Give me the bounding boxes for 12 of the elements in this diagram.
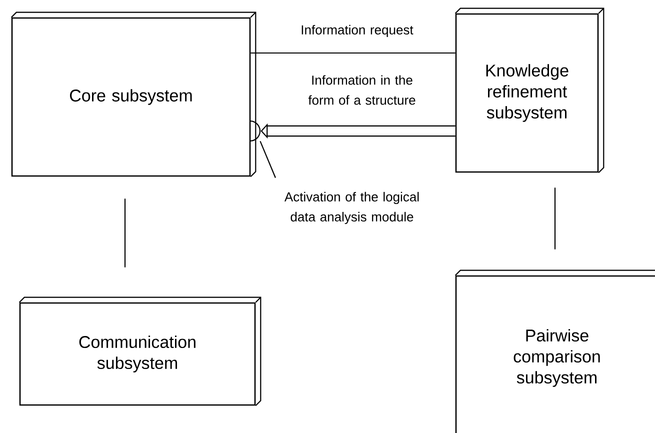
connector-line — [250, 52, 456, 54]
connector-line — [124, 198, 126, 268]
edge-label: Information request — [302, 24, 414, 38]
subsystem-box: Knowledge refinement subsystem — [454, 8, 604, 174]
edge-label: Information in the form of a structure — [308, 75, 416, 105]
subsystem-box: Core subsystem — [10, 12, 256, 178]
subsystem-box: Pairwise comparison subsystem — [454, 270, 655, 433]
connector-line — [554, 188, 556, 250]
subsystem-box: Communication subsystem — [18, 296, 262, 406]
callout-text: Activation of the logical data analysis module — [284, 192, 419, 224]
leader-line — [260, 140, 276, 178]
socket-symbol — [250, 120, 261, 142]
